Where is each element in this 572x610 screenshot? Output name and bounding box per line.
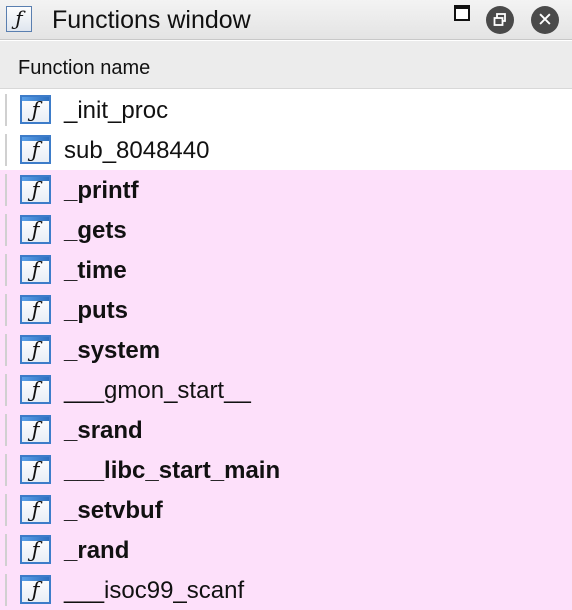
function-name: _setvbuf: [64, 497, 163, 524]
function-row[interactable]: ƒ _init_proc: [0, 90, 572, 130]
function-glyph: ƒ: [31, 338, 40, 362]
window-titlebar[interactable]: ƒ Functions window ✕: [0, 0, 572, 40]
function-icon: ƒ: [20, 295, 51, 324]
function-row[interactable]: ƒ ___isoc99_scanf: [0, 570, 572, 610]
window-title: Functions window: [52, 6, 251, 34]
row-divider: [5, 454, 7, 486]
row-divider: [5, 374, 7, 406]
function-icon: ƒ: [20, 455, 51, 484]
restore-button[interactable]: [486, 6, 514, 34]
function-icon: ƒ: [20, 135, 51, 164]
function-glyph: ƒ: [31, 218, 40, 242]
function-glyph: ƒ: [15, 6, 23, 30]
function-name: _puts: [64, 297, 129, 324]
function-row[interactable]: ƒ _setvbuf: [0, 490, 572, 530]
function-name: ___gmon_start__: [64, 377, 251, 404]
function-name: _gets: [64, 217, 127, 244]
restore-icon: [493, 13, 506, 26]
row-divider: [5, 334, 7, 366]
maximize-icon[interactable]: [454, 5, 470, 21]
function-row[interactable]: ƒ ___gmon_start__: [0, 370, 572, 410]
row-divider: [5, 494, 7, 526]
function-name: ___libc_start_main: [64, 457, 281, 484]
function-row[interactable]: ƒ _puts: [0, 290, 572, 330]
function-icon: ƒ: [20, 215, 51, 244]
function-icon: ƒ: [20, 335, 51, 364]
function-row[interactable]: ƒ _rand: [0, 530, 572, 570]
function-icon: ƒ: [20, 575, 51, 604]
function-name: sub_8048440: [64, 137, 210, 164]
function-glyph: ƒ: [31, 98, 40, 122]
function-name: _time: [64, 257, 127, 284]
close-button[interactable]: ✕: [531, 6, 559, 34]
function-glyph: ƒ: [31, 538, 40, 562]
function-name: _system: [64, 337, 161, 364]
function-row[interactable]: ƒ sub_8048440: [0, 130, 572, 170]
function-glyph: ƒ: [31, 298, 40, 322]
function-icon: ƒ: [20, 375, 51, 404]
function-icon: ƒ: [20, 255, 51, 284]
function-icon: ƒ: [20, 415, 51, 444]
function-icon: ƒ: [20, 95, 51, 124]
function-name: _rand: [64, 537, 130, 564]
function-icon: ƒ: [20, 175, 51, 204]
column-header-label: Function name: [18, 57, 151, 79]
function-glyph: ƒ: [31, 578, 40, 602]
function-glyph: ƒ: [31, 178, 40, 202]
function-glyph: ƒ: [31, 258, 40, 282]
function-row[interactable]: ƒ _gets: [0, 210, 572, 250]
row-divider: [5, 134, 7, 166]
function-row[interactable]: ƒ _time: [0, 250, 572, 290]
function-row[interactable]: ƒ _system: [0, 330, 572, 370]
function-glyph: ƒ: [31, 378, 40, 402]
row-divider: [5, 94, 7, 126]
function-name: _printf: [64, 177, 139, 204]
function-window-icon: ƒ: [6, 6, 32, 32]
close-icon: ✕: [537, 9, 553, 31]
function-icon: ƒ: [20, 535, 51, 564]
function-row[interactable]: ƒ ___libc_start_main: [0, 450, 572, 490]
row-divider: [5, 294, 7, 326]
function-row[interactable]: ƒ _srand: [0, 410, 572, 450]
function-name: _srand: [64, 417, 143, 444]
row-divider: [5, 574, 7, 606]
row-divider: [5, 254, 7, 286]
function-name: ___isoc99_scanf: [64, 577, 245, 604]
function-glyph: ƒ: [31, 458, 40, 482]
function-glyph: ƒ: [31, 138, 40, 162]
function-row[interactable]: ƒ _printf: [0, 170, 572, 210]
row-divider: [5, 534, 7, 566]
function-glyph: ƒ: [31, 498, 40, 522]
column-header[interactable]: Function name: [0, 41, 572, 89]
function-name: _init_proc: [64, 97, 169, 124]
function-list[interactable]: ƒ _init_proc ƒ sub_8048440 ƒ _printf ƒ _gets ƒ _t…: [0, 90, 572, 610]
row-divider: [5, 214, 7, 246]
function-icon: ƒ: [20, 495, 51, 524]
function-glyph: ƒ: [31, 418, 40, 442]
row-divider: [5, 174, 7, 206]
row-divider: [5, 414, 7, 446]
